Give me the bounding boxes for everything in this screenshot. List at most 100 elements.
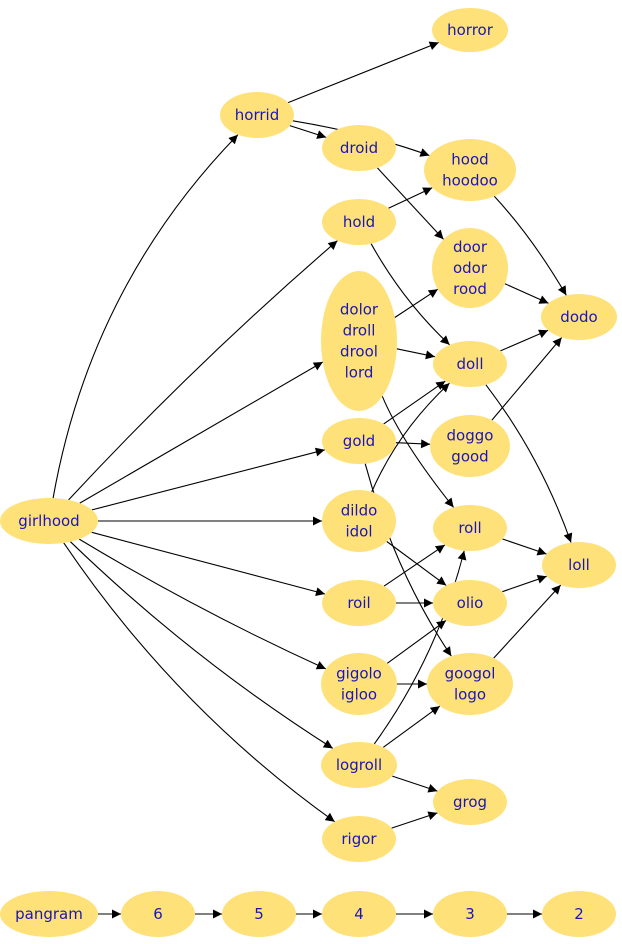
node-droid[interactable]: droid <box>322 125 396 171</box>
edge-arrow <box>500 329 549 352</box>
edge-arrow <box>502 574 547 593</box>
edge-dolor-to-doll <box>396 348 436 360</box>
node-label: logo <box>454 686 486 704</box>
edge-hold-to-doll <box>370 243 450 346</box>
node-label: 6 <box>153 905 163 923</box>
node-gold[interactable]: gold <box>322 418 396 464</box>
node-n3[interactable]: 3 <box>433 891 507 937</box>
node-label: 2 <box>574 905 584 923</box>
node-ellipse <box>322 125 396 171</box>
edge-dolor-to-door <box>394 288 439 318</box>
edge-arrow <box>395 439 431 449</box>
node-label: roll <box>458 519 481 537</box>
node-label: odor <box>453 259 488 277</box>
edge-girlhood-to-hold <box>68 240 338 501</box>
node-label: gigolo <box>336 665 382 683</box>
node-roll[interactable]: roll <box>433 505 507 551</box>
edge-girlhood-to-logroll <box>70 541 334 749</box>
edge-arrow <box>91 447 325 511</box>
edge-hold-to-hood <box>388 187 433 209</box>
node-label: idol <box>345 523 372 541</box>
edge-arrow <box>386 541 447 586</box>
node-label: igloo <box>341 686 377 704</box>
node-label: hood <box>451 151 488 169</box>
node-ellipse <box>433 891 507 937</box>
node-label: grog <box>453 793 487 811</box>
edge-arrow <box>371 382 450 493</box>
node-googol[interactable]: googol logo <box>427 653 513 715</box>
node-label: doggo <box>447 427 494 445</box>
node-girlhood[interactable]: girlhood <box>0 498 98 544</box>
edge-arrow <box>388 187 433 209</box>
node-ellipse <box>424 139 516 201</box>
edge-arrow <box>52 134 239 499</box>
edge-arrow <box>383 544 446 587</box>
node-ellipse <box>322 816 396 862</box>
node-ellipse <box>541 294 617 340</box>
edge-arrow <box>391 811 438 829</box>
edge-arrow <box>493 195 567 296</box>
edge-arrow <box>370 243 450 346</box>
node-label: roil <box>347 594 370 612</box>
node-label: rood <box>453 280 487 298</box>
edge-girlhood-to-rigor <box>63 542 336 823</box>
edge-arrow <box>289 125 327 139</box>
edge-arrow <box>386 620 447 664</box>
edge-arrow <box>373 550 467 745</box>
edge-horrid-to-horror <box>287 41 439 104</box>
node-ellipse <box>322 490 396 552</box>
edge-dildo-to-olio <box>386 541 447 586</box>
node-n4[interactable]: 4 <box>322 891 396 937</box>
node-label: dildo <box>341 502 378 520</box>
node-horror[interactable]: horror <box>432 8 508 52</box>
node-ellipse <box>542 542 616 588</box>
node-doll[interactable]: doll <box>433 341 507 387</box>
node-label: door <box>453 238 488 256</box>
node-label: gold <box>343 432 375 450</box>
edge-arrow <box>491 337 563 421</box>
node-grog[interactable]: grog <box>433 779 507 825</box>
edge-arrow <box>78 538 327 670</box>
node-dildo[interactable]: dildo idol <box>322 490 396 552</box>
node-loll[interactable]: loll <box>542 542 616 588</box>
node-label: dolor <box>340 301 379 319</box>
node-label: googol <box>445 665 496 683</box>
node-pangram[interactable]: pangram <box>0 891 98 937</box>
node-horrid[interactable]: horrid <box>220 92 294 138</box>
node-ellipse <box>321 742 397 788</box>
node-dodo[interactable]: dodo <box>541 294 617 340</box>
node-logroll[interactable]: logroll <box>321 742 397 788</box>
edge-dildo-to-doll <box>371 382 450 493</box>
edge-arrow <box>68 240 338 501</box>
edge-rigor-to-grog <box>391 811 438 829</box>
node-ellipse <box>432 228 508 308</box>
node-n2[interactable]: 2 <box>542 891 616 937</box>
node-ellipse <box>432 8 508 52</box>
edge-horrid-to-droid <box>289 125 327 139</box>
node-door[interactable]: door odor rood <box>432 228 508 308</box>
node-label: logroll <box>336 756 382 774</box>
node-n5[interactable]: 5 <box>222 891 296 937</box>
node-rigor[interactable]: rigor <box>322 816 396 862</box>
node-label: 5 <box>254 905 264 923</box>
node-label: loll <box>568 556 590 574</box>
edge-arrow <box>381 396 455 508</box>
node-olio[interactable]: olio <box>433 580 507 626</box>
edge-arrow <box>376 167 444 240</box>
edge-arrow <box>63 542 336 823</box>
edge-logroll-to-googol <box>382 705 441 748</box>
node-ellipse <box>0 498 98 544</box>
node-n6[interactable]: 6 <box>121 891 195 937</box>
node-ellipse <box>322 199 396 245</box>
node-label: rigor <box>341 830 377 848</box>
node-gigolo[interactable]: gigolo igloo <box>321 653 397 715</box>
edge-arrow <box>382 705 441 748</box>
node-hold[interactable]: hold <box>322 199 396 245</box>
node-roil[interactable]: roil <box>322 580 396 626</box>
node-ellipse <box>0 891 98 937</box>
edge-girlhood-to-roil <box>91 531 326 597</box>
